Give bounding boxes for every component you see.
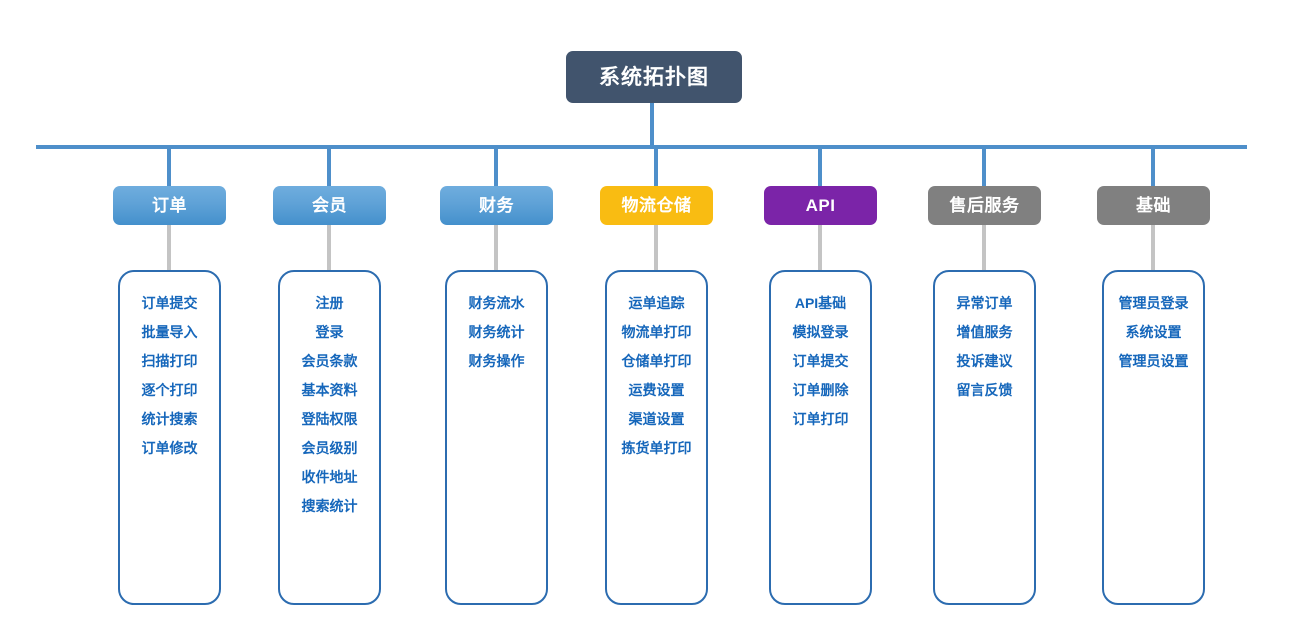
bus-drop-line-0 [167,148,171,186]
list-item[interactable]: 订单提交 [141,295,198,311]
list-item[interactable]: 订单修改 [141,440,198,456]
header-to-list-connector-1 [327,225,331,270]
bus-drop-line-1 [327,148,331,186]
header-to-list-connector-3 [654,225,658,270]
category-header-label: 会员 [312,196,347,215]
list-item[interactable]: 收件地址 [301,469,358,485]
category-header-0[interactable]: 订单 [113,186,226,225]
horizontal-bus-line [36,145,1247,149]
category-header-2[interactable]: 财务 [440,186,553,225]
list-item[interactable]: 会员级别 [301,440,358,456]
bus-drop-line-5 [982,148,986,186]
bus-drop-line-4 [818,148,822,186]
category-header-label: API [805,196,836,215]
header-to-list-connector-6 [1151,225,1155,270]
feature-list-box-6: 管理员登录系统设置管理员设置 [1102,270,1205,605]
list-item[interactable]: 增值服务 [956,324,1013,340]
list-item[interactable]: 系统设置 [1125,324,1182,340]
list-item[interactable]: 模拟登录 [792,324,849,340]
list-item[interactable]: 拣货单打印 [621,440,692,456]
header-to-list-connector-4 [818,225,822,270]
category-header-label: 基础 [1136,196,1171,215]
list-item[interactable]: 订单提交 [792,353,849,369]
list-item[interactable]: 基本资料 [301,382,358,398]
header-to-list-connector-2 [494,225,498,270]
bus-drop-line-6 [1151,148,1155,186]
list-item[interactable]: 管理员登录 [1118,295,1189,311]
category-header-3[interactable]: 物流仓储 [600,186,713,225]
feature-list-box-5: 异常订单增值服务投诉建议留言反馈 [933,270,1036,605]
category-header-label: 售后服务 [949,196,1020,215]
list-item[interactable]: 仓储单打印 [621,353,692,369]
list-item[interactable]: 注册 [315,295,344,311]
title-to-bus-connector [650,103,654,148]
list-item[interactable]: 会员条款 [301,353,358,369]
list-item[interactable]: 搜索统计 [301,498,358,514]
category-header-4[interactable]: API [764,186,877,225]
bus-drop-line-3 [654,148,658,186]
list-item[interactable]: 逐个打印 [141,382,198,398]
feature-list-box-2: 财务流水财务统计财务操作 [445,270,548,605]
bus-drop-line-2 [494,148,498,186]
list-item[interactable]: 异常订单 [956,295,1013,311]
feature-list-box-4: API基础模拟登录订单提交订单删除订单打印 [769,270,872,605]
category-header-6[interactable]: 基础 [1097,186,1210,225]
category-header-label: 财务 [479,196,514,215]
list-item[interactable]: 物流单打印 [621,324,692,340]
list-item[interactable]: 登录 [315,324,344,340]
list-item[interactable]: 投诉建议 [956,353,1013,369]
list-item[interactable]: 订单删除 [792,382,849,398]
list-item[interactable]: 登陆权限 [301,411,358,427]
list-item[interactable]: 留言反馈 [956,382,1013,398]
feature-list-box-3: 运单追踪物流单打印仓储单打印运费设置渠道设置拣货单打印 [605,270,708,605]
feature-list-box-1: 注册登录会员条款基本资料登陆权限会员级别收件地址搜索统计 [278,270,381,605]
category-header-label: 订单 [152,196,187,215]
header-to-list-connector-5 [982,225,986,270]
category-header-label: 物流仓储 [621,196,692,215]
list-item[interactable]: 运单追踪 [628,295,685,311]
list-item[interactable]: 渠道设置 [628,411,685,427]
list-item[interactable]: 财务统计 [468,324,525,340]
category-header-5[interactable]: 售后服务 [928,186,1041,225]
list-item[interactable]: 扫描打印 [141,353,198,369]
list-item[interactable]: 批量导入 [141,324,198,340]
diagram-title-box: 系统拓扑图 [566,51,742,103]
list-item[interactable]: 财务操作 [468,353,525,369]
list-item[interactable]: 订单打印 [792,411,849,427]
list-item[interactable]: 管理员设置 [1118,353,1189,369]
diagram-title-label: 系统拓扑图 [599,65,709,89]
list-item[interactable]: 运费设置 [628,382,685,398]
header-to-list-connector-0 [167,225,171,270]
list-item[interactable]: API基础 [794,295,847,311]
list-item[interactable]: 财务流水 [468,295,525,311]
category-header-1[interactable]: 会员 [273,186,386,225]
feature-list-box-0: 订单提交批量导入扫描打印逐个打印统计搜索订单修改 [118,270,221,605]
list-item[interactable]: 统计搜索 [141,411,198,427]
